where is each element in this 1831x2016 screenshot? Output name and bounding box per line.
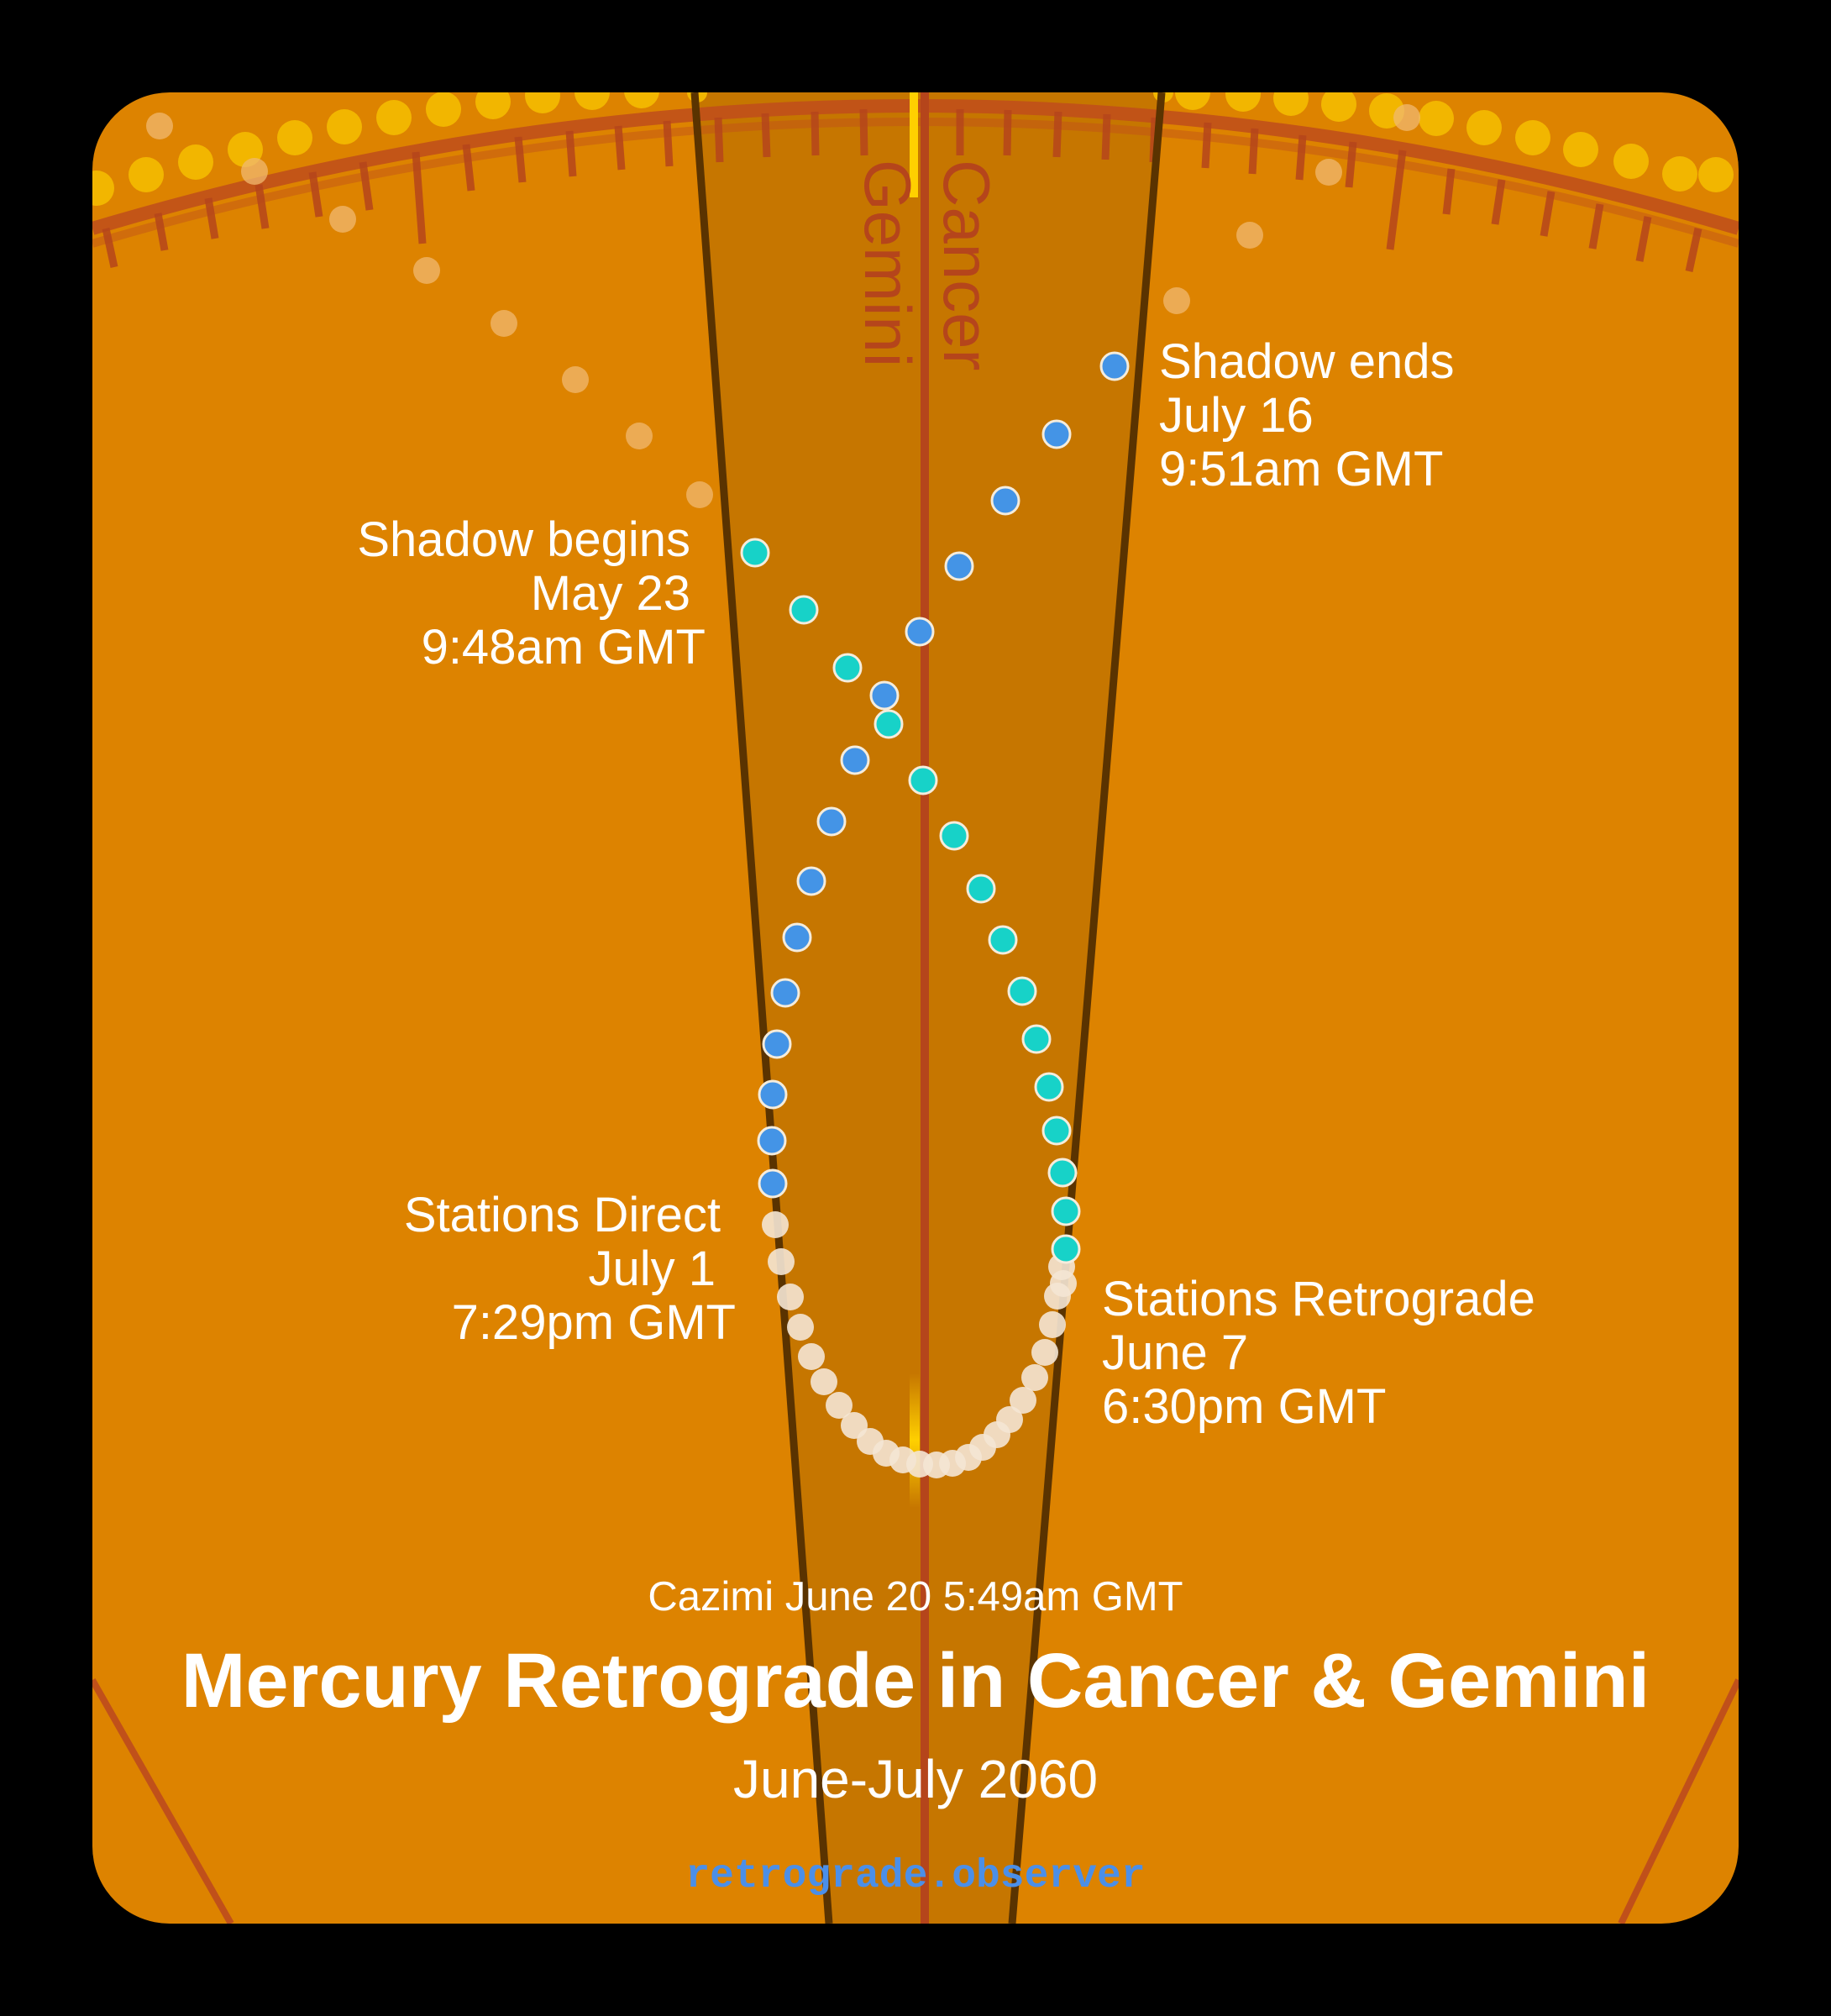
stations-direct-date: July 1 <box>588 1242 716 1296</box>
faint-dots <box>146 104 1420 508</box>
label-stations-retrograde: Stations Retrograde June 7 6:30pm GMT <box>1102 1272 1535 1434</box>
stations-direct-title: Stations Direct <box>404 1188 721 1242</box>
stations-direct-time: 7:29pm GMT <box>452 1295 736 1350</box>
lower-left-sign-line <box>92 1678 234 1924</box>
sign-label-gemini: Gemini <box>851 160 925 367</box>
shadow-ends-time: 9:51am GMT <box>1159 442 1443 496</box>
shadow-begins-title: Shadow begins <box>357 512 690 567</box>
star-dots <box>92 92 1734 206</box>
page-subtitle: June-July 2060 <box>733 1749 1098 1809</box>
lower-right-sign-line <box>1618 1678 1739 1924</box>
stations-retrograde-date: June 7 <box>1102 1326 1248 1380</box>
shadow-begins-time: 9:48am GMT <box>422 620 706 675</box>
shadow-band-left-edge <box>690 92 833 1924</box>
shadow-begins-date: May 23 <box>531 566 690 621</box>
pre-shadow-dots <box>740 538 1081 1264</box>
shadow-ends-date: July 16 <box>1159 388 1314 443</box>
shadow-ends-title: Shadow ends <box>1159 334 1454 389</box>
shadow-band-right-edge <box>1008 92 1166 1924</box>
label-shadow-ends: Shadow ends July 16 9:51am GMT <box>1159 334 1454 496</box>
post-shadow-dots <box>757 351 1130 1199</box>
cazimi-label: Cazimi June 20 5:49am GMT <box>648 1574 1183 1620</box>
stations-retrograde-title: Stations Retrograde <box>1102 1272 1535 1326</box>
stations-retrograde-time: 6:30pm GMT <box>1102 1379 1386 1434</box>
sign-label-cancer: Cancer <box>930 160 1004 370</box>
label-shadow-begins: Shadow begins May 23 9:48am GMT <box>357 512 706 675</box>
label-stations-direct: Stations Direct July 1 7:29pm GMT <box>404 1188 736 1350</box>
sun-glow <box>910 1373 920 1508</box>
page-title: Mercury Retrograde in Cancer & Gemini <box>181 1638 1650 1724</box>
brand-link[interactable]: retrograde.observer <box>685 1854 1145 1899</box>
